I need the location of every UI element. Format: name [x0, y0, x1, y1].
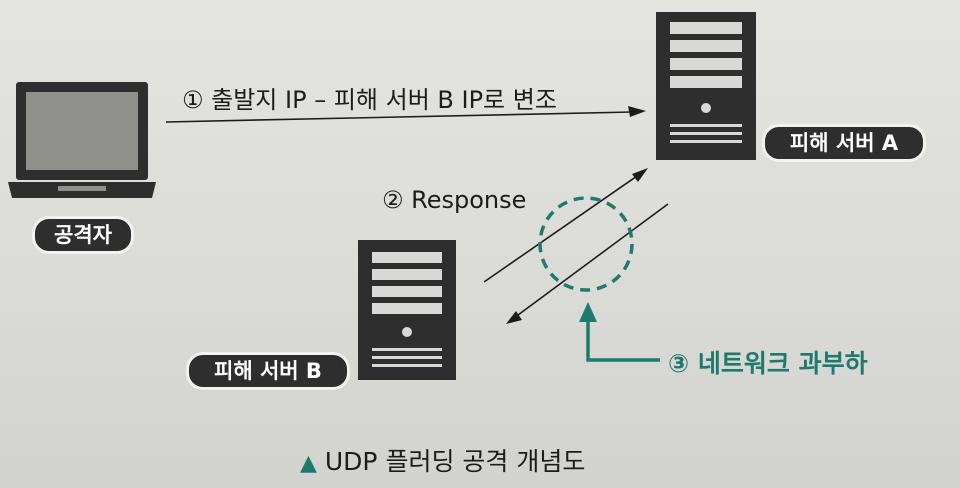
response-arrow-a-to-b [483, 168, 648, 283]
attacker-badge: 공격자 [32, 216, 134, 254]
overload-pointer-arrow [579, 302, 660, 362]
response-arrow-b-to-a [506, 203, 669, 324]
spoofed-request-arrow [165, 106, 646, 123]
congestion-circle [538, 196, 634, 292]
step2-label: ② Response [382, 186, 527, 214]
victim-b-badge: 피해 서버 B [186, 352, 350, 390]
caption: ▲ UDP 플러딩 공격 개념도 [300, 442, 585, 478]
caption-triangle-icon: ▲ [300, 451, 317, 476]
server-a-icon [656, 12, 756, 160]
step3-label: ③ 네트워크 과부하 [668, 349, 868, 378]
step1-label: ① 출발지 IP – 피해 서버 B IP로 변조 [182, 86, 557, 114]
server-b-icon [358, 240, 456, 380]
caption-text: UDP 플러딩 공격 개념도 [324, 447, 586, 476]
victim-a-badge: 피해 서버 A [762, 124, 926, 162]
laptop-icon [8, 82, 156, 198]
